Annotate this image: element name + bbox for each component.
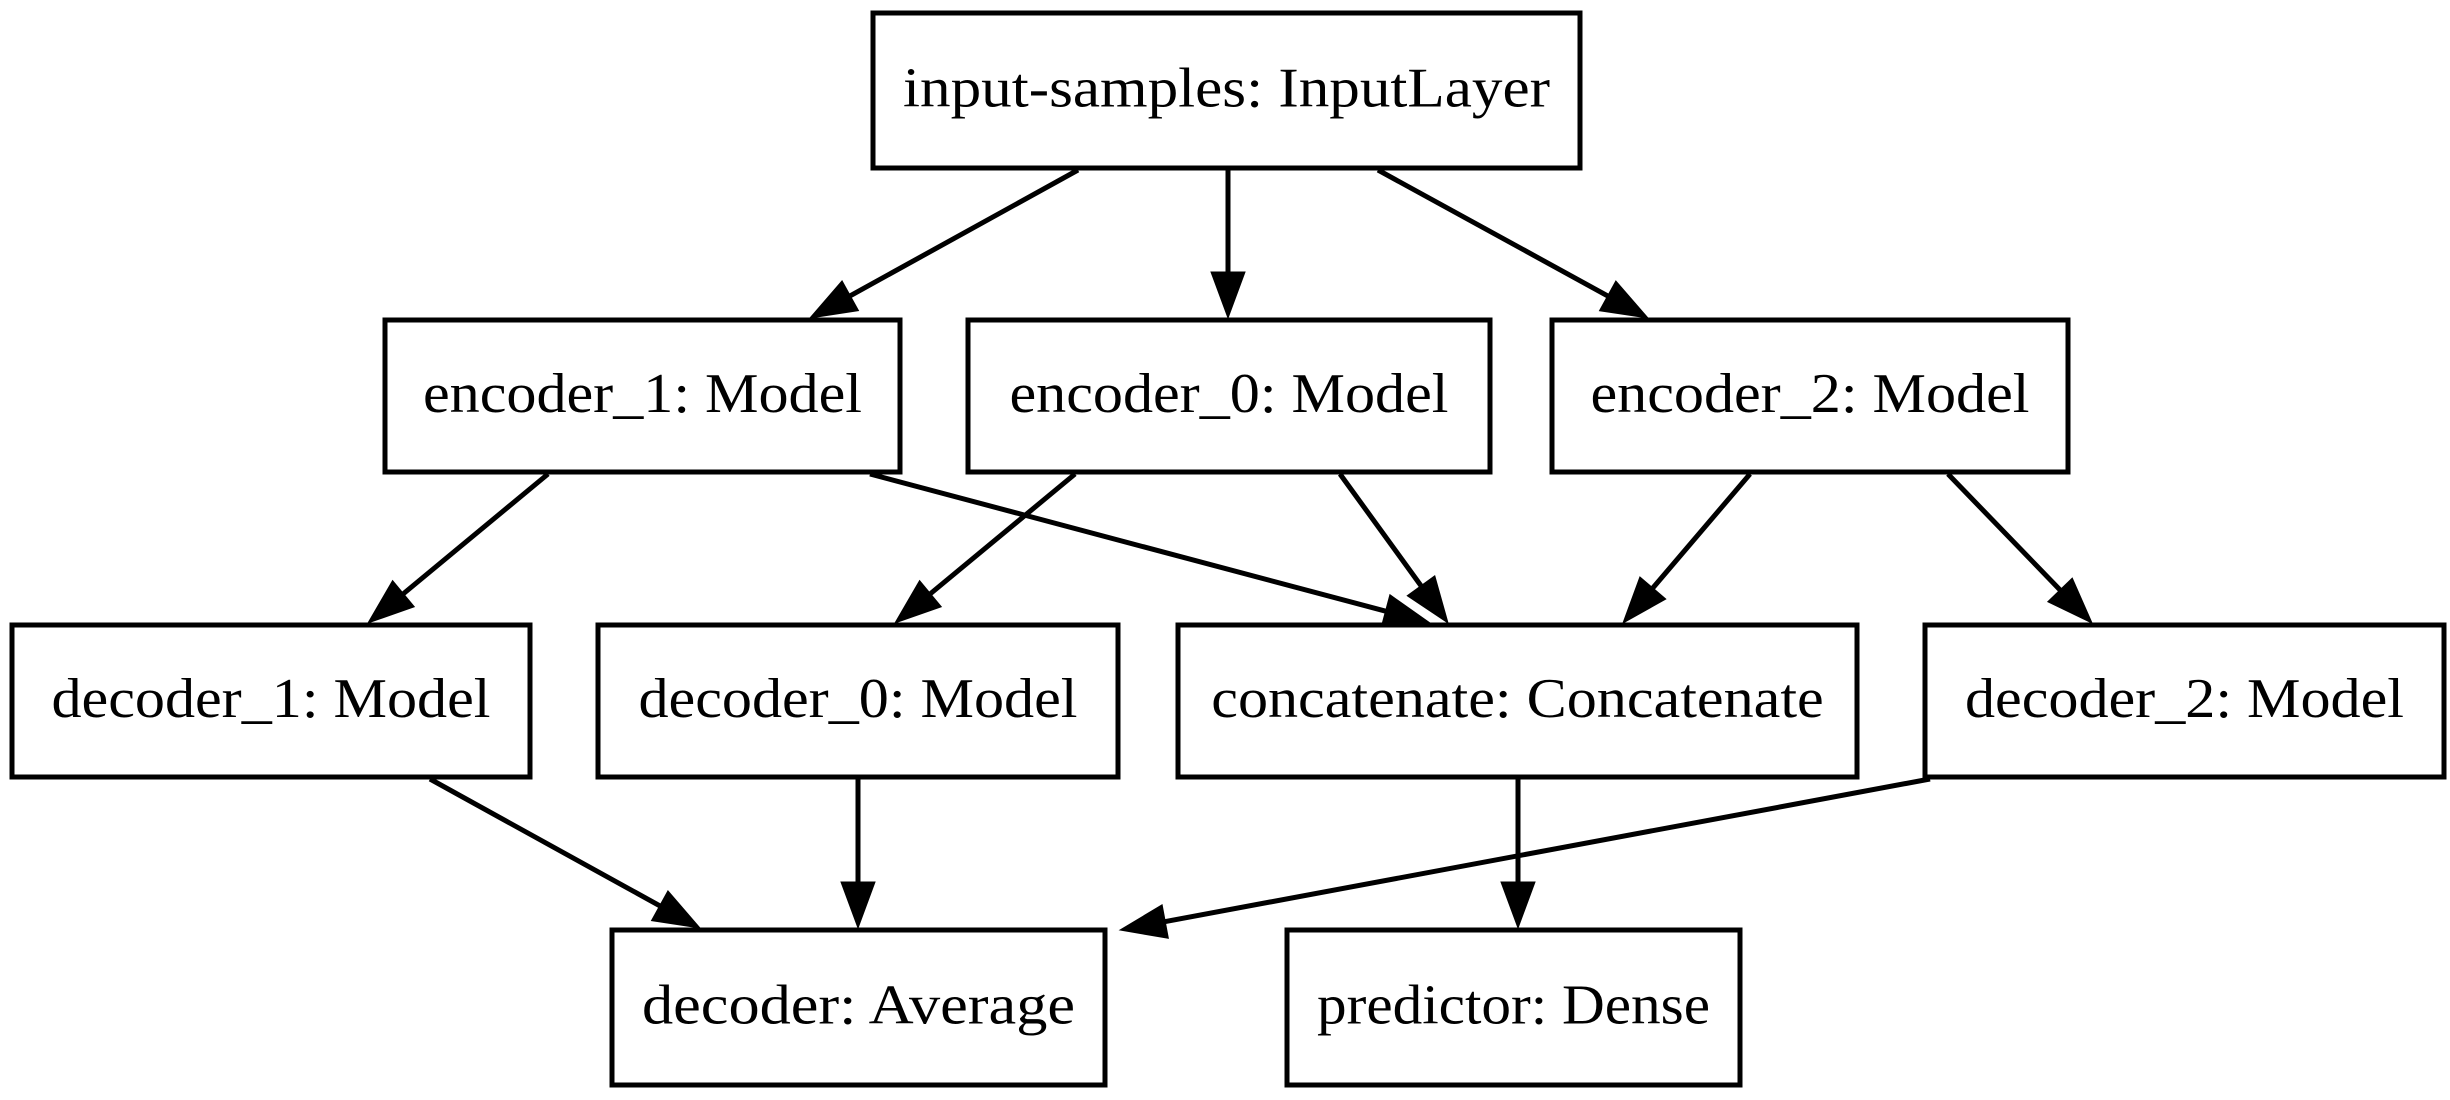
edge-input-samples-to-encoder_0 (1210, 170, 1246, 320)
arrow-head-icon (650, 890, 702, 929)
node-label: encoder_1: Model (423, 363, 862, 425)
edge-encoder_2-to-concatenate (1622, 472, 1752, 625)
arrow-head-icon (1500, 881, 1536, 930)
node-decoder_0[interactable]: decoder_0: Model (595, 622, 1121, 780)
node-label: decoder_2: Model (1965, 668, 2404, 730)
node-encoder_2[interactable]: encoder_2: Model (1549, 317, 2071, 475)
node-box[interactable] (1175, 622, 1860, 780)
edge-concatenate-to-predictor (1500, 779, 1536, 930)
node-input-samples[interactable]: input-samples: InputLayer (870, 10, 1583, 171)
edge-encoder_0-to-decoder_0 (893, 472, 1077, 624)
node-concatenate[interactable]: concatenate: Concatenate (1175, 622, 1860, 780)
node-box[interactable] (1549, 317, 2071, 475)
node-predictor[interactable]: predictor: Dense (1284, 927, 1743, 1088)
arrow-head-icon (808, 280, 860, 319)
node-label: decoder_1: Model (51, 668, 490, 730)
node-label: decoder_0: Model (638, 668, 1077, 730)
edge-line (1647, 472, 1752, 595)
arrow-head-icon (2046, 577, 2094, 625)
edge-input-samples-to-encoder_2 (1376, 167, 1650, 319)
node-box[interactable] (595, 622, 1121, 780)
node-decoder_2[interactable]: decoder_2: Model (1922, 622, 2447, 780)
node-box[interactable] (870, 10, 1583, 171)
edge-encoder_2-to-decoder_2 (1946, 472, 2094, 625)
edge-line (843, 167, 1080, 301)
node-box[interactable] (1922, 622, 2447, 780)
node-box[interactable] (1284, 927, 1743, 1088)
edge-encoder_1-to-concatenate (869, 471, 1432, 629)
node-decoder[interactable]: decoder: Average (609, 927, 1108, 1088)
node-label: predictor: Dense (1317, 974, 1710, 1036)
edge-encoder_1-to-decoder_1 (366, 472, 550, 624)
arrow-head-icon (1118, 904, 1169, 939)
nodes-layer: input-samples: InputLayer encoder_1: Mode… (9, 10, 2447, 1088)
node-box[interactable] (965, 317, 1493, 475)
node-label: encoder_0: Model (1009, 363, 1448, 425)
node-label: encoder_2: Model (1590, 363, 2029, 425)
arrow-head-icon (366, 579, 416, 624)
edge-decoder_0-to-decoder (840, 779, 876, 930)
arrow-head-icon (1598, 280, 1650, 319)
node-decoder_1[interactable]: decoder_1: Model (9, 622, 533, 780)
node-box[interactable] (609, 927, 1108, 1088)
arrow-head-icon (1406, 574, 1449, 625)
edge-line (397, 472, 550, 600)
node-label: concatenate: Concatenate (1211, 668, 1823, 730)
edge-line (924, 472, 1077, 600)
edge-line (869, 471, 1392, 616)
edge-line (428, 776, 667, 911)
node-label: input-samples: InputLayer (903, 57, 1550, 119)
edge-encoder_0-to-concatenate (1337, 472, 1449, 625)
node-label: decoder: Average (642, 974, 1075, 1036)
node-box[interactable] (382, 317, 903, 475)
edge-decoder_1-to-decoder (428, 776, 702, 929)
arrow-head-icon (1622, 576, 1667, 625)
edge-input-samples-to-encoder_1 (808, 167, 1080, 319)
edge-line (1158, 776, 1931, 926)
edges-layer (366, 167, 2094, 939)
arrow-head-icon (840, 881, 876, 930)
edge-decoder_2-to-decoder (1118, 776, 1931, 939)
node-encoder_1[interactable]: encoder_1: Model (382, 317, 903, 475)
arrow-head-icon (893, 579, 943, 624)
node-encoder_0[interactable]: encoder_0: Model (965, 317, 1493, 475)
edge-line (1946, 472, 2067, 596)
node-box[interactable] (9, 622, 533, 780)
edge-line (1337, 472, 1427, 593)
arrow-head-icon (1210, 271, 1246, 320)
edge-line (1376, 167, 1615, 301)
